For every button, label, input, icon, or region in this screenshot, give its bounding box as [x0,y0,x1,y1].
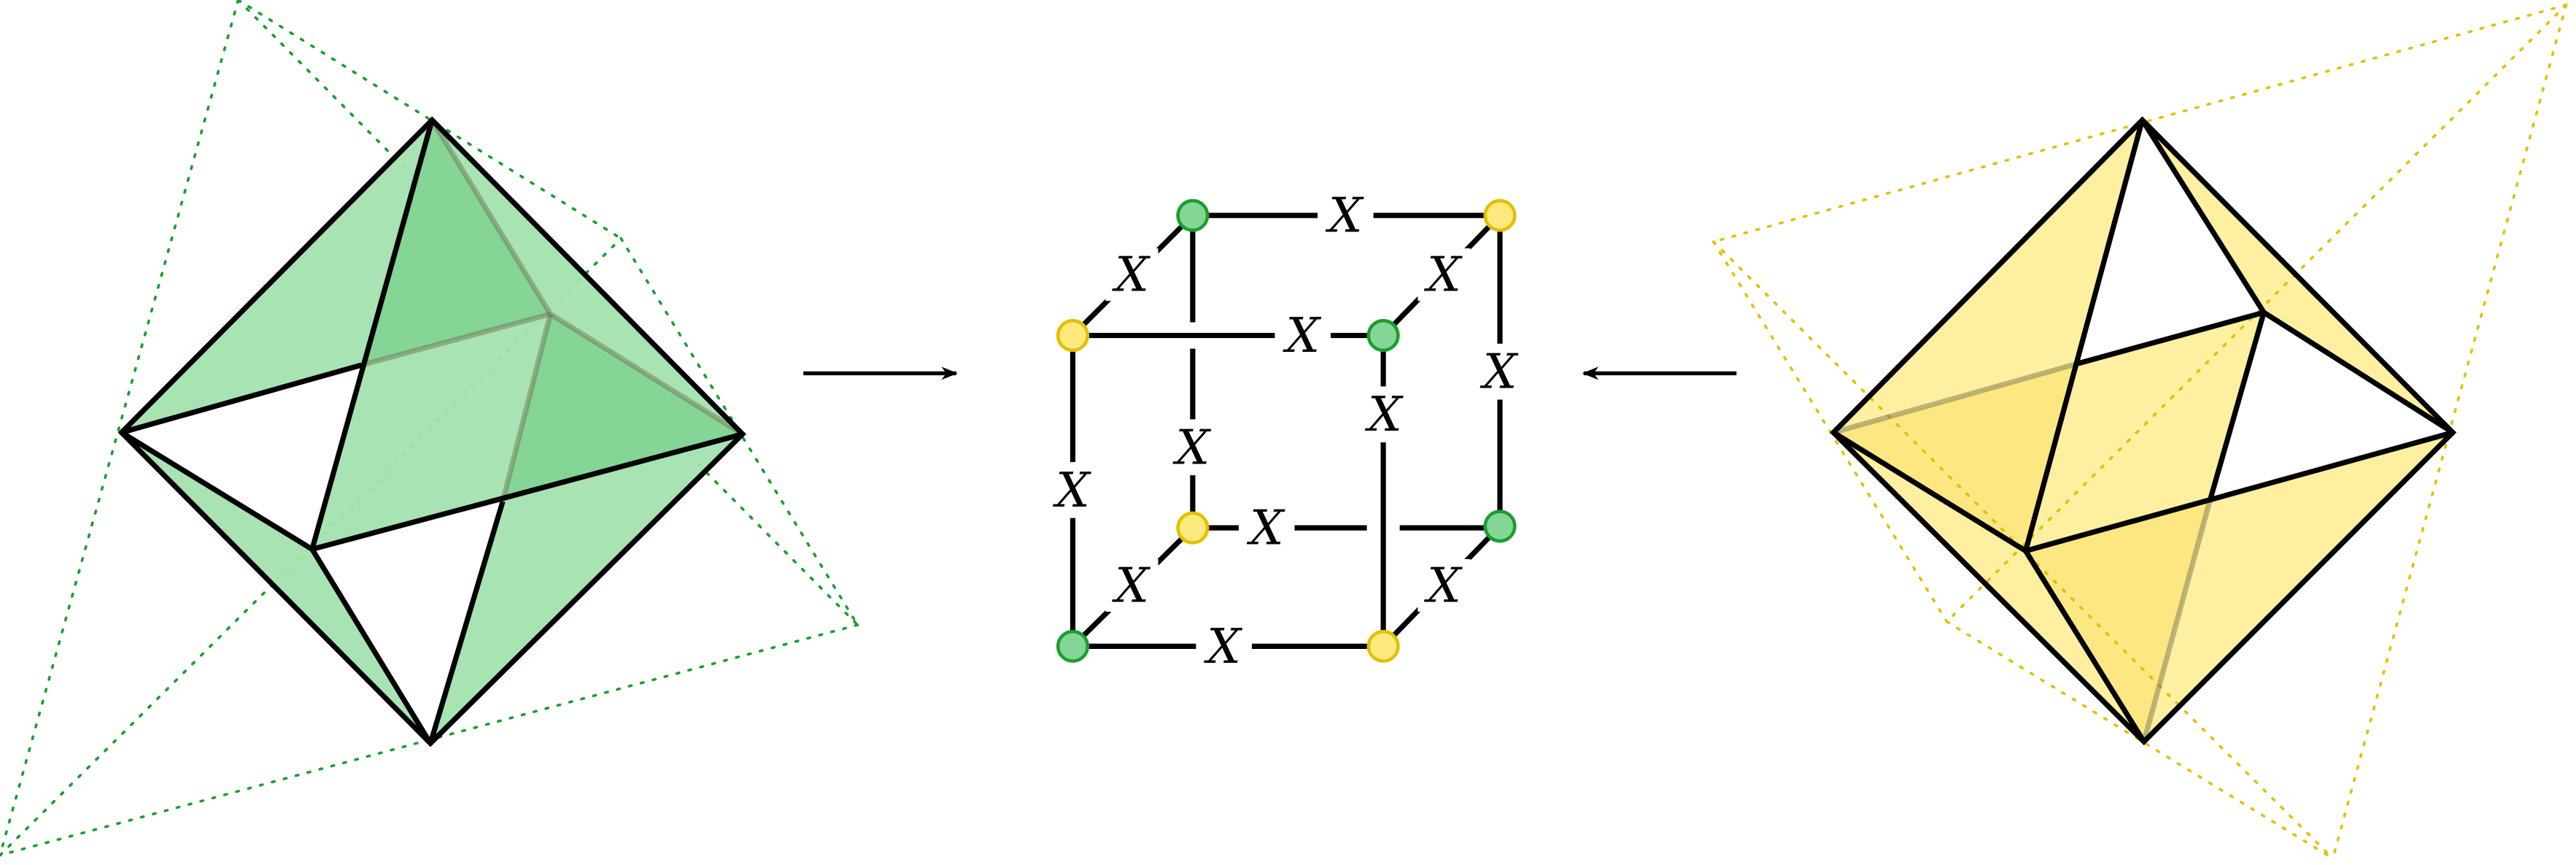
node-yellow [1483,199,1517,232]
node-green [1483,510,1517,543]
edge-label: X [1172,420,1212,475]
edge-label: X [1111,558,1150,614]
cube-graph: X X X X X X X X X X X X [1049,187,1523,674]
edge-labels: X X X X X X X X X X X X [1049,187,1523,674]
edge-label: X [1364,387,1404,442]
edge-label: X [1111,247,1150,303]
node-green [1176,199,1210,232]
edge-label: X [1246,501,1285,556]
edge-label: X [1203,619,1242,674]
node-yellow [1056,319,1090,353]
green-octahedron [0,0,859,857]
edge-label: X [1325,188,1364,244]
node-yellow [1366,629,1400,663]
cube-nodes [1056,199,1517,663]
node-green [1366,319,1400,353]
edge-label: X [1052,463,1091,518]
edge-label: X [1423,247,1463,303]
edge-label: X [1423,558,1463,614]
node-green [1056,629,1090,663]
node-yellow [1176,511,1210,545]
edge-label: X [1480,345,1519,400]
yellow-octahedron [1711,3,2568,860]
edge-label: X [1283,308,1322,364]
